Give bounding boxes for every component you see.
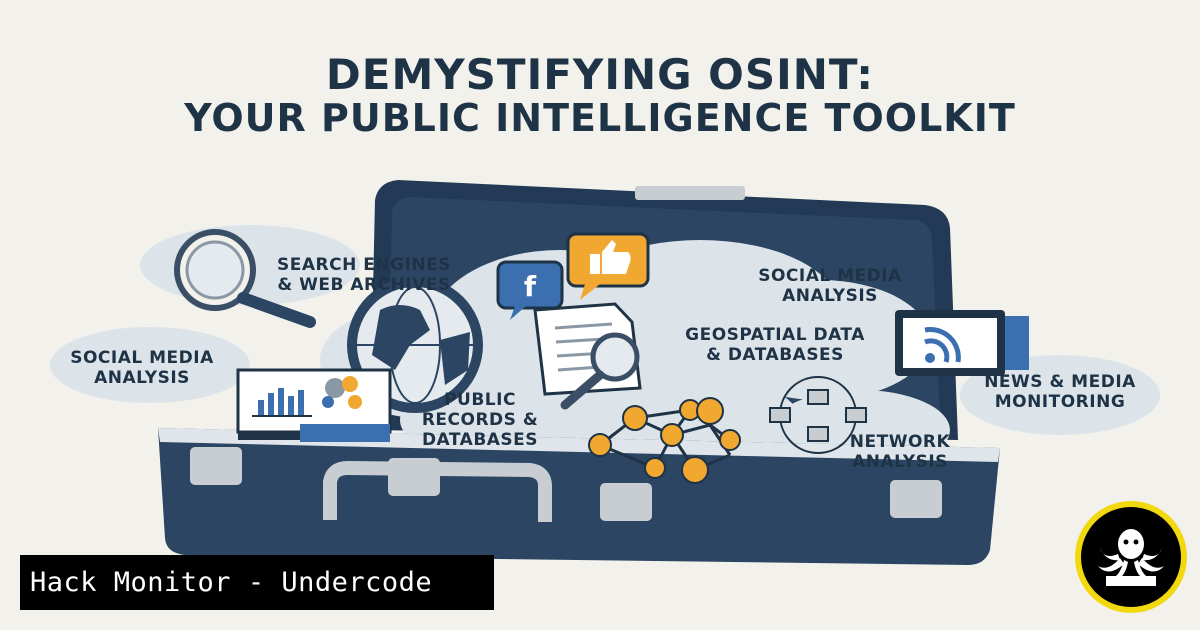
octopus-logo-icon — [1075, 501, 1187, 613]
magnifier-icon — [174, 229, 316, 328]
label-search-engines: SEARCH ENGINES & WEB ARCHIVES — [277, 255, 451, 295]
svg-text:f: f — [524, 270, 537, 303]
network-boxes-icon — [769, 376, 867, 454]
label-social-media-left: SOCIAL MEDIA ANALYSIS — [70, 348, 214, 388]
network-graph-icon — [588, 397, 741, 484]
label-geospatial: GEOSPATIAL DATA & DATABASES — [685, 325, 865, 365]
page-title-line-2: YOUR PUBLIC INTELLIGENCE TOOLKIT — [184, 96, 1016, 140]
label-public-records: PUBLIC RECORDS & DATABASES — [421, 390, 539, 450]
facebook-icon: f — [496, 260, 564, 320]
page-title-line-1: DEMYSTIFYING OSINT: — [325, 50, 875, 99]
label-social-media-right: SOCIAL MEDIA ANALYSIS — [758, 266, 902, 306]
label-network-analysis: NETWORK ANALYSIS — [849, 432, 951, 472]
source-banner: Hack Monitor - Undercode — [20, 555, 494, 610]
label-news-media: NEWS & MEDIA MONITORING — [984, 372, 1136, 412]
document-icon — [533, 302, 642, 410]
laptop-chart-icon — [236, 368, 392, 442]
thumbs-up-icon — [566, 232, 650, 300]
rss-icon — [895, 310, 1029, 376]
